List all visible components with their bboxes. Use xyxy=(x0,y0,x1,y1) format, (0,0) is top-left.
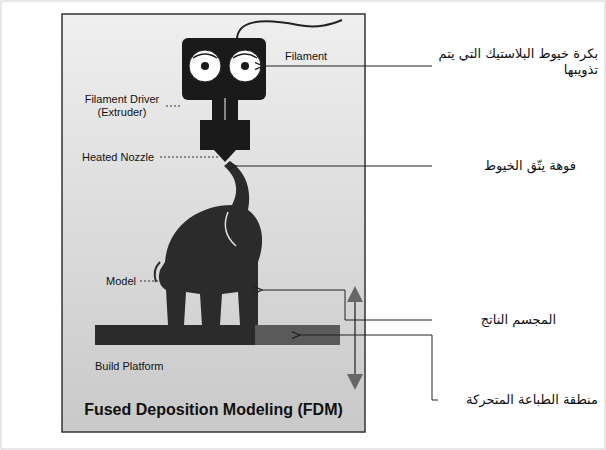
part-label: Heated Nozzle xyxy=(82,151,160,164)
extruder-body xyxy=(182,38,266,100)
dotted-leader xyxy=(140,281,162,282)
elephant-tail xyxy=(155,262,160,282)
extruder-neck xyxy=(212,98,238,122)
arabic-callout: منطقة الطباعة المتحركة xyxy=(442,392,598,408)
leader-line xyxy=(236,166,432,167)
drive-wheel xyxy=(189,50,221,82)
nozzle-tip xyxy=(214,150,236,162)
dotted-leader xyxy=(166,106,181,107)
drive-wheel xyxy=(229,50,261,82)
arabic-callout: فوهة يتّق الخيوط xyxy=(436,158,576,174)
wheel-hub xyxy=(201,62,209,70)
leader-line xyxy=(263,66,432,67)
wheel-mark xyxy=(193,54,257,58)
leader-line xyxy=(300,335,438,400)
part-label: Model xyxy=(106,275,140,288)
part-label: Filament Driver (Extruder) xyxy=(78,93,166,119)
heater-block xyxy=(200,120,250,150)
figure-title: Fused Deposition Modeling (FDM) xyxy=(64,400,363,419)
figure-panel xyxy=(62,14,365,432)
motion-arrow xyxy=(354,294,356,382)
elephant-model xyxy=(159,161,262,325)
arabic-callout: بكرة خيوط البلاستيك التي يتم تذويبها xyxy=(436,46,598,77)
part-label: Filament xyxy=(285,50,355,63)
dotted-leader xyxy=(160,157,218,158)
elephant-ear xyxy=(225,212,236,246)
arabic-callout: المجسم الناتج xyxy=(436,312,556,328)
leader-line xyxy=(262,290,432,320)
part-label: Build Platform xyxy=(95,360,185,373)
filament-strand xyxy=(237,20,342,40)
build-platform xyxy=(95,325,255,345)
wheel-hub xyxy=(241,62,249,70)
filament-in-neck xyxy=(224,98,226,122)
